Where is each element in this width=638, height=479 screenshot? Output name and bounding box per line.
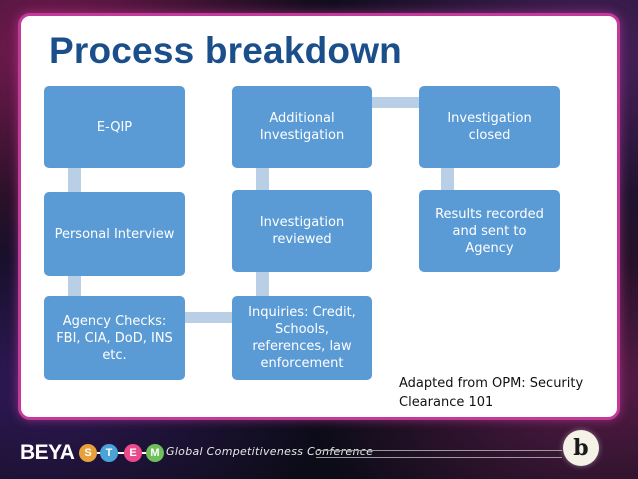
connector-inquiries-reviewed: [256, 272, 269, 296]
step-investigation-closed: Investigation closed: [419, 86, 560, 168]
step-results-recorded: Results recorded and sent to Agency: [419, 190, 560, 272]
source-note: Adapted from OPM: Security Clearance 101: [399, 376, 584, 410]
stem-m-icon: M: [146, 444, 164, 462]
step-e-qip: E-QIP: [44, 86, 185, 168]
brand-logo-text: BEYA: [20, 441, 75, 464]
stem-s-icon: S: [79, 444, 97, 462]
connector-closed-results: [441, 168, 454, 190]
connector-additional-closed: [372, 97, 419, 108]
conference-logo-icon: b: [563, 430, 599, 466]
stem-line-2: [118, 452, 124, 454]
step-inquiries: Inquiries: Credit, Schools, references, …: [232, 296, 372, 380]
connector-eqip-interview: [68, 168, 81, 192]
footer-rule: [316, 450, 562, 458]
stem-e-icon: E: [124, 444, 142, 462]
connector-interview-agency: [68, 276, 81, 296]
stem-line-3: [142, 452, 148, 454]
connector-agency-inquiries: [184, 312, 232, 323]
step-agency-checks: Agency Checks: FBI, CIA, DoD, INS etc.: [44, 296, 185, 380]
connector-reviewed-additional: [256, 168, 269, 190]
step-investigation-reviewed: Investigation reviewed: [232, 190, 372, 272]
stem-t-icon: T: [100, 444, 118, 462]
conference-name: Global Competitiveness Conference: [166, 445, 374, 458]
step-personal-interview: Personal Interview: [44, 192, 185, 276]
step-additional-investigation: Additional Investigation: [232, 86, 372, 168]
slide-title: Process breakdown: [49, 30, 402, 71]
